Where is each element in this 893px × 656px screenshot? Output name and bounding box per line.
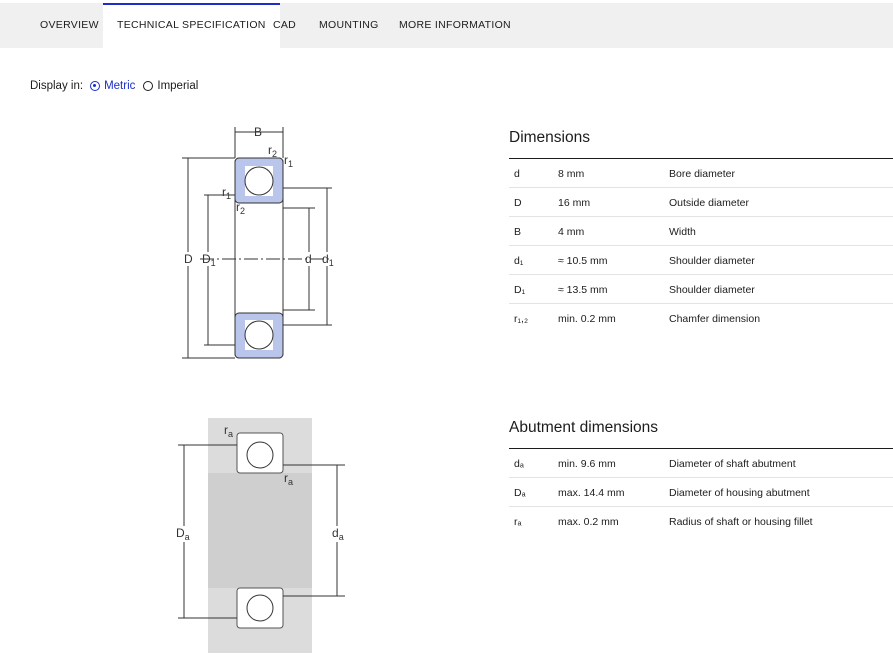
bearing-dimension-drawing: B r2 r1 r1 r2 D D1 d d1: [182, 125, 334, 359]
metric-option[interactable]: Metric: [90, 80, 135, 92]
tab-overview[interactable]: OVERVIEW: [40, 19, 99, 31]
imperial-option[interactable]: Imperial: [143, 80, 198, 92]
svg-text:r2: r2: [236, 200, 245, 216]
svg-text:d: d: [305, 252, 312, 266]
tab-technical-specification[interactable]: TECHNICAL SPECIFICATION: [103, 3, 280, 48]
unit-selector: Display in: Metric Imperial: [30, 80, 206, 92]
dimensions-title: Dimensions: [509, 129, 590, 146]
svg-text:Da: Da: [176, 526, 190, 542]
tab-more-information[interactable]: MORE INFORMATION: [399, 19, 511, 31]
metric-label: Metric: [104, 80, 136, 92]
tab-cad[interactable]: CAD: [273, 19, 297, 31]
svg-text:da: da: [332, 526, 344, 542]
svg-text:r1: r1: [222, 185, 231, 201]
drawing-label-B: B: [254, 125, 262, 139]
svg-text:r1: r1: [284, 153, 293, 169]
svg-text:D1: D1: [202, 252, 216, 268]
svg-text:d1: d1: [322, 252, 334, 268]
abutment-dimension-drawing: ra ra Da da: [176, 418, 345, 653]
svg-text:r2: r2: [268, 143, 277, 159]
tab-mounting[interactable]: MOUNTING: [319, 19, 379, 31]
tab-bar: OVERVIEW TECHNICAL SPECIFICATION CAD MOU…: [0, 3, 893, 48]
imperial-label: Imperial: [157, 80, 199, 92]
metric-radio[interactable]: [90, 81, 101, 91]
display-label: Display in:: [30, 80, 84, 92]
svg-text:D: D: [184, 252, 193, 266]
svg-text:ra: ra: [284, 471, 293, 487]
abutment-title: Abutment dimensions: [509, 419, 659, 436]
svg-text:ra: ra: [224, 423, 233, 439]
imperial-radio[interactable]: [143, 81, 154, 91]
